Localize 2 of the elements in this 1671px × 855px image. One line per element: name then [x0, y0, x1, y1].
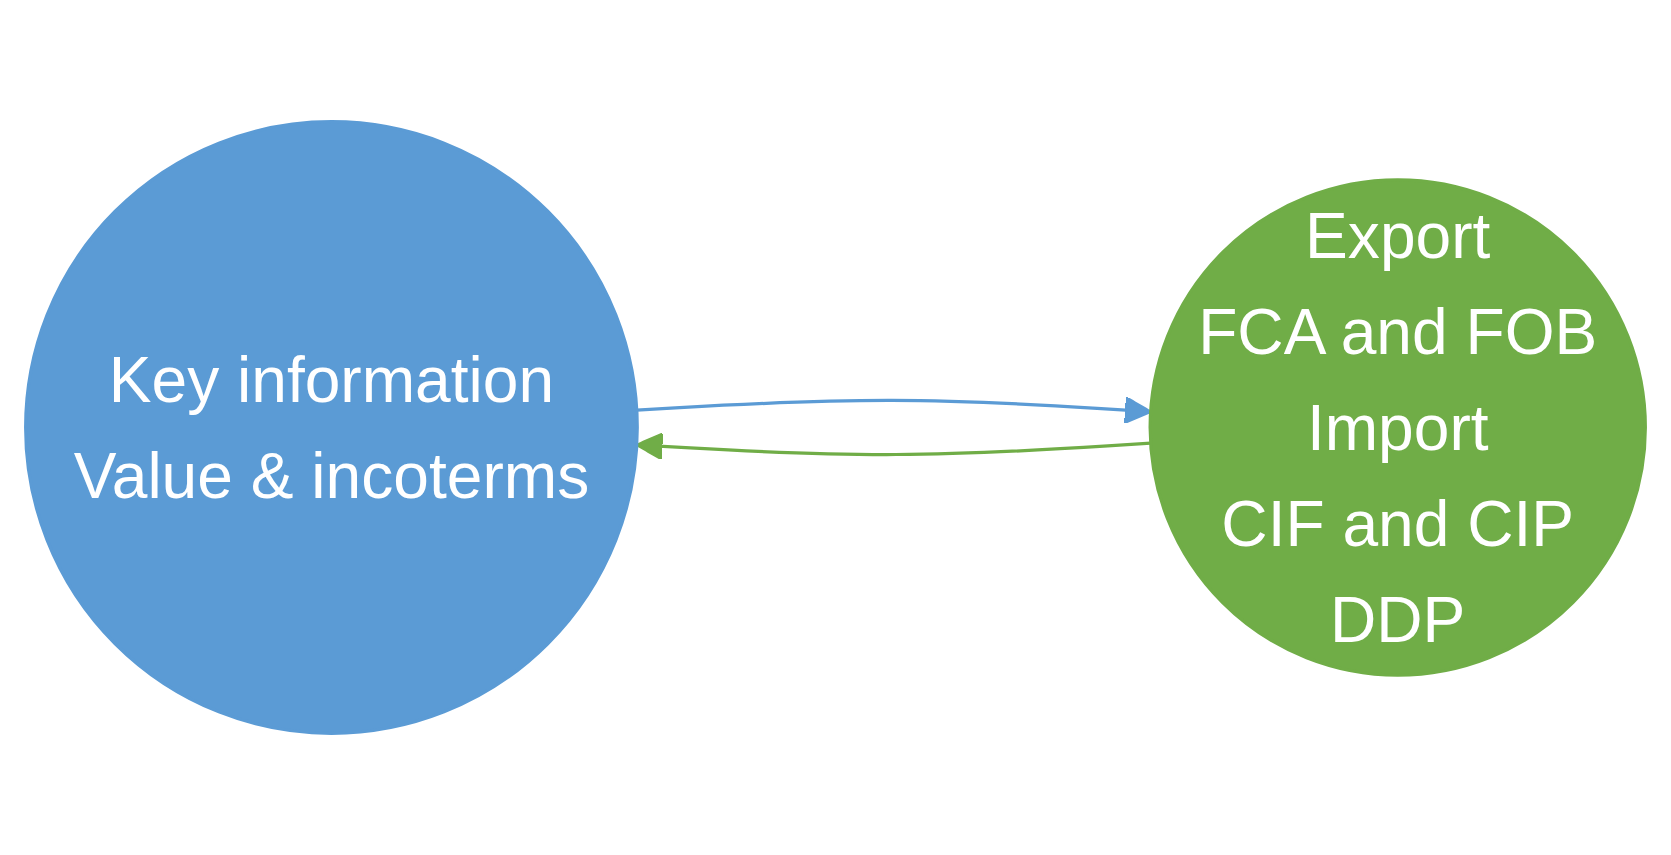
- node-circle: Key information Value & incoterms: [24, 120, 639, 735]
- node-circle: Export FCA and FOB Import CIF and CIP DDP: [1148, 178, 1647, 677]
